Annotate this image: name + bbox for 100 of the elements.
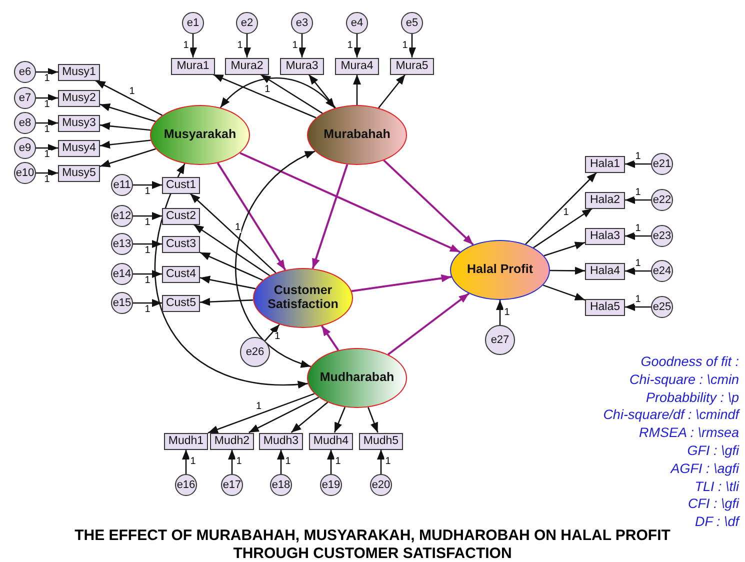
arrow bbox=[182, 450, 190, 474]
error-term-circle: e27 bbox=[485, 325, 515, 355]
edge-label: 1 bbox=[144, 305, 152, 315]
arrow bbox=[260, 74, 323, 114]
fit-statistic-text: Probabbility : \p bbox=[644, 388, 739, 406]
arrow bbox=[625, 160, 651, 168]
error-term-circle: e20 bbox=[370, 474, 392, 496]
arrow bbox=[550, 266, 585, 275]
indicator-box: Mura1 bbox=[171, 58, 215, 74]
arrow bbox=[312, 164, 348, 269]
arrow bbox=[248, 396, 319, 434]
arrow bbox=[95, 80, 163, 116]
error-term-circle: e23 bbox=[651, 225, 673, 247]
indicator-box: Mudh2 bbox=[210, 432, 254, 450]
error-term-circle: e14 bbox=[111, 263, 133, 285]
error-term-circle: e12 bbox=[111, 205, 133, 227]
edge-label: 1 bbox=[634, 188, 642, 198]
error-term-circle: e17 bbox=[221, 474, 243, 496]
error-term-circle: e8 bbox=[14, 112, 36, 134]
latent-variable-ellipse: Halal Profit bbox=[450, 240, 550, 300]
error-term-circle: e7 bbox=[14, 87, 36, 109]
error-term-circle: e2 bbox=[236, 12, 258, 34]
arrow bbox=[200, 298, 254, 306]
arrow bbox=[133, 212, 162, 220]
arrow bbox=[625, 196, 651, 204]
arrow bbox=[542, 284, 586, 301]
arrow bbox=[133, 240, 162, 248]
latent-variable-ellipse: Mudharabah bbox=[307, 348, 407, 408]
error-term-circle: e13 bbox=[111, 233, 133, 255]
arrow bbox=[240, 152, 460, 253]
arrow bbox=[277, 450, 285, 474]
curved-arrow bbox=[154, 163, 308, 388]
arrow bbox=[352, 274, 452, 292]
edge-label: 1 bbox=[128, 86, 136, 97]
edge-label: 1 bbox=[144, 246, 152, 256]
fit-statistic-text: DF : \df bbox=[694, 513, 739, 531]
edge-label: 1 bbox=[43, 100, 51, 110]
error-term-circle: e11 bbox=[111, 174, 133, 196]
indicator-box: Mudh1 bbox=[164, 432, 208, 450]
indicator-box: Mura4 bbox=[335, 58, 379, 74]
arrow bbox=[100, 148, 156, 168]
indicator-box: Mura3 bbox=[280, 58, 324, 74]
arrow bbox=[625, 303, 651, 311]
indicator-box: Cust2 bbox=[162, 208, 200, 224]
edge-label: 1 bbox=[254, 402, 263, 412]
indicator-box: Musy4 bbox=[58, 140, 100, 156]
edge-label: 1 bbox=[401, 40, 409, 51]
edge-label: 1 bbox=[144, 218, 152, 228]
indicator-box: Musy2 bbox=[58, 90, 100, 106]
error-term-circle: e21 bbox=[651, 153, 673, 175]
edge-label: 1 bbox=[264, 84, 272, 95]
indicator-box: Musy5 bbox=[58, 164, 100, 182]
fit-statistic-text: RMSEA : \rmsea bbox=[638, 424, 739, 442]
arrow bbox=[320, 325, 340, 351]
indicator-box: Hala2 bbox=[585, 192, 625, 208]
indicator-box: Mura2 bbox=[225, 58, 269, 74]
arrow bbox=[298, 34, 306, 58]
indicator-box: Musy1 bbox=[58, 64, 100, 80]
arrow bbox=[36, 144, 58, 152]
edge-label: 1 bbox=[634, 259, 642, 269]
edge-label: 1 bbox=[234, 223, 242, 234]
edge-label: 1 bbox=[384, 456, 392, 467]
error-term-circle: e18 bbox=[270, 474, 292, 496]
arrow bbox=[208, 393, 315, 434]
arrow bbox=[193, 224, 270, 276]
error-term-circle: e24 bbox=[651, 260, 673, 282]
arrow bbox=[496, 300, 504, 325]
edge-label: 1 bbox=[634, 224, 642, 234]
error-term-circle: e9 bbox=[14, 137, 36, 159]
arrow bbox=[334, 406, 346, 433]
edge-label: 1 bbox=[334, 456, 342, 467]
edge-label: 1 bbox=[43, 125, 51, 135]
arrow bbox=[189, 34, 197, 58]
arrow bbox=[133, 270, 162, 278]
error-term-circle: e19 bbox=[320, 474, 342, 496]
arrow bbox=[327, 450, 335, 474]
edge-label: 1 bbox=[144, 276, 152, 286]
indicator-box: Cust4 bbox=[162, 266, 200, 282]
arrow bbox=[243, 34, 251, 58]
arrow bbox=[290, 402, 328, 433]
indicator-box: Mudh3 bbox=[259, 432, 303, 450]
edge-label: 1 bbox=[189, 456, 197, 467]
error-term-circle: e15 bbox=[111, 292, 133, 314]
error-term-circle: e22 bbox=[651, 189, 673, 211]
error-term-circle: e25 bbox=[651, 296, 673, 318]
edge-label: 1 bbox=[43, 150, 51, 160]
edge-label: 1 bbox=[346, 40, 354, 51]
arrow bbox=[625, 267, 651, 275]
arrow bbox=[408, 34, 416, 58]
edge-label: 1 bbox=[144, 187, 152, 197]
fit-statistic-text: Chi-square/df : \cmindf bbox=[603, 406, 739, 424]
arrow bbox=[100, 104, 156, 122]
error-term-circle: e10 bbox=[14, 162, 36, 184]
arrow bbox=[36, 94, 58, 102]
arrow bbox=[388, 292, 470, 356]
arrow bbox=[200, 276, 256, 290]
arrow bbox=[377, 450, 385, 474]
latent-variable-ellipse: Customer Satisfaction bbox=[253, 268, 353, 328]
error-term-circle: e3 bbox=[291, 12, 313, 34]
arrow bbox=[378, 74, 406, 108]
